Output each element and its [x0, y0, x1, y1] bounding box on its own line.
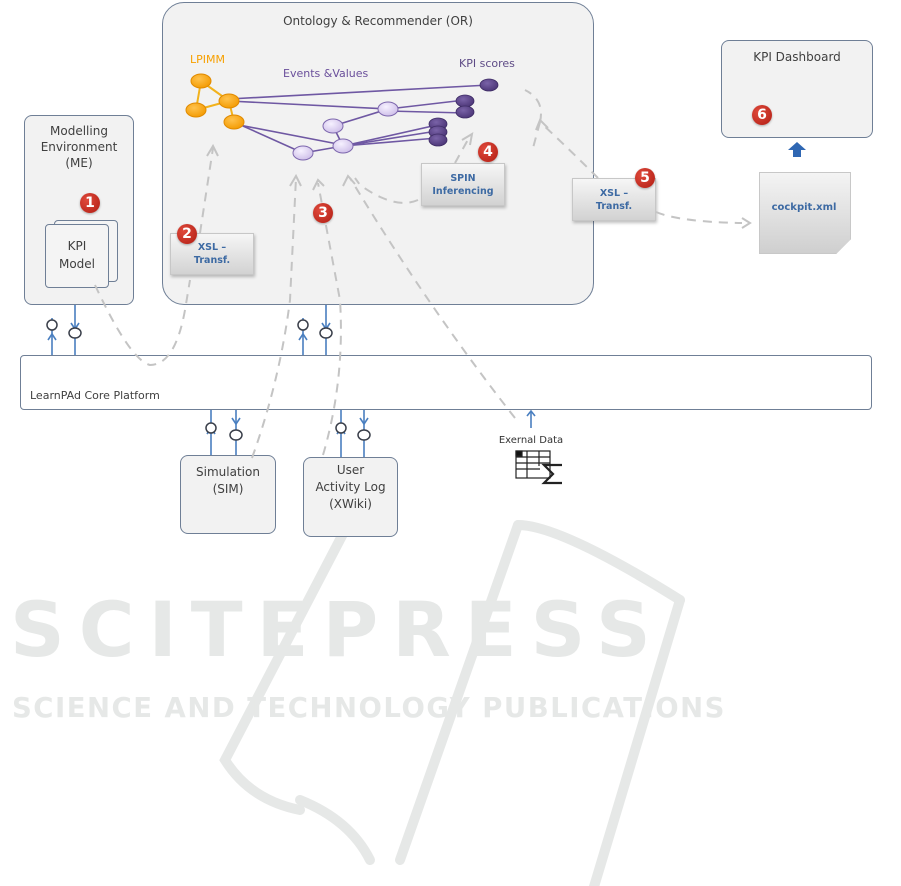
simulation-label: Simulation (SIM)	[196, 465, 260, 496]
kpi-model-box[interactable]	[45, 224, 109, 288]
cockpit-xml-label: cockpit.xml	[771, 202, 837, 213]
events-values-label: Events &Values	[283, 67, 369, 80]
ontology-recommender-title: Ontology & Recommender (OR)	[283, 14, 473, 28]
step-badge-5: 5	[635, 168, 655, 188]
user-activity-log-label: User Activity Log (XWiki)	[315, 463, 386, 511]
step-badge-1: 1	[80, 193, 100, 213]
user-activity-log-box[interactable]	[303, 457, 398, 537]
lpimm-label: LPIMM	[190, 53, 225, 66]
step-badge-3: 3	[313, 203, 333, 223]
watermark-title: SCITEPRESS	[10, 585, 665, 674]
watermark-subtitle: SCIENCE AND TECHNOLOGY PUBLICATIONS	[12, 692, 726, 724]
kpi-dashboard-box[interactable]	[721, 40, 873, 138]
modelling-environment-title: Modelling Environment (ME)	[40, 124, 118, 170]
kpi-model-label: KPI Model	[58, 239, 96, 271]
step-badge-6: 6	[752, 105, 772, 125]
kpi-dashboard-title: KPI Dashboard	[753, 50, 841, 64]
external-data-label: Exernal Data	[498, 435, 564, 446]
spin-inferencing-button[interactable]: SPIN Inferencing	[421, 163, 505, 206]
cockpit-xml-file[interactable]	[759, 172, 851, 254]
kpi-scores-label: KPI scores	[459, 57, 515, 70]
simulation-box[interactable]	[180, 455, 276, 534]
step-badge-2: 2	[177, 224, 197, 244]
watermark-swoosh	[219, 520, 685, 886]
core-platform-label: LearnPAd Core Platform	[30, 389, 160, 402]
step-badge-4: 4	[478, 142, 498, 162]
